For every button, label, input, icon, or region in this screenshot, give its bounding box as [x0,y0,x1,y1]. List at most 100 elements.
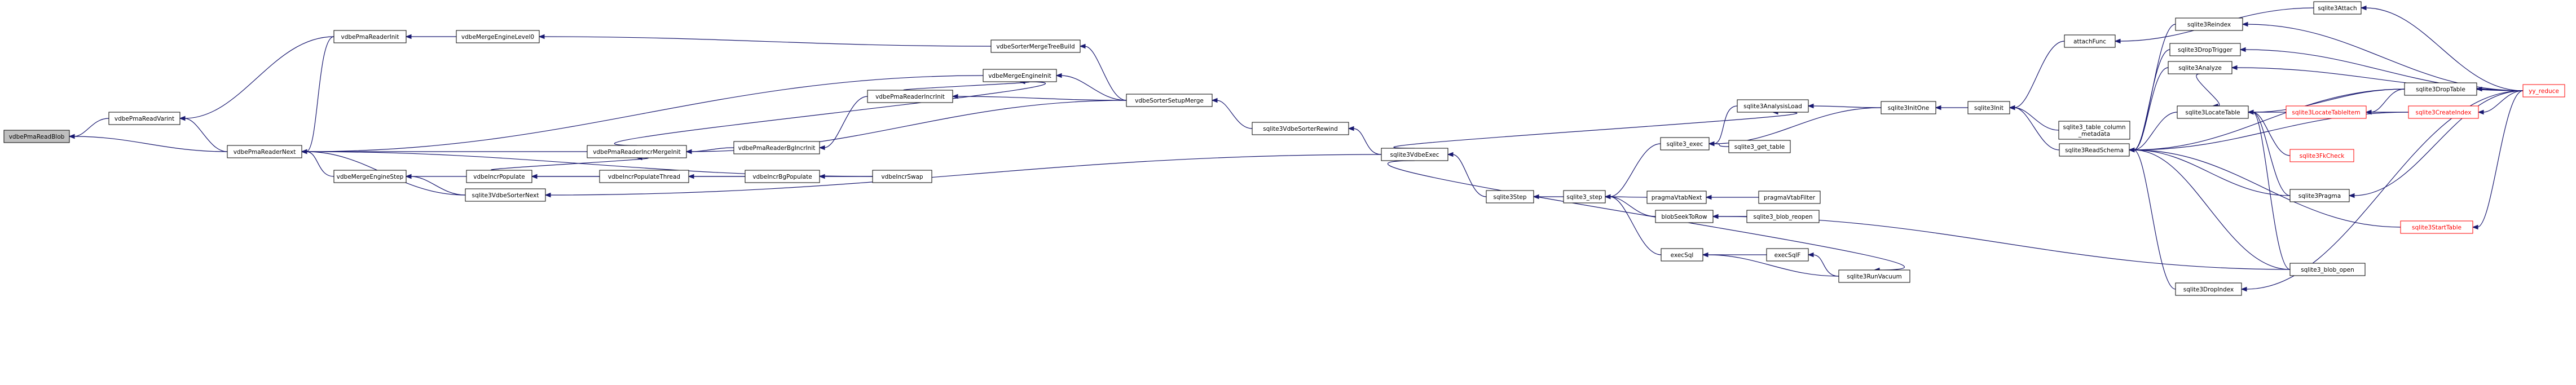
node-box[interactable] [2289,189,2350,202]
node-box[interactable] [745,170,820,183]
graph-node-sqlite3createindex[interactable]: sqlite3CreateIndex [2408,105,2479,119]
graph-node-vdbemergeengineinit[interactable]: vdbeMergeEngineInit [983,69,1057,82]
node-box[interactable] [1646,191,1707,204]
node-box[interactable] [1746,210,1820,223]
graph-node-sqlite3step[interactable]: sqlite3Step [1486,190,1534,203]
node-box[interactable] [465,188,546,202]
node-box[interactable] [108,112,180,125]
graph-node-sqlite3vdbeexec[interactable]: sqlite3VdbeExec [1381,148,1448,161]
node-box[interactable] [587,145,687,158]
node-box[interactable] [1661,248,1703,262]
node-box[interactable] [1126,94,1213,107]
node-box[interactable] [1252,122,1349,135]
graph-node-vdbepmareadvarint[interactable]: vdbePmaReadVarint [108,112,180,125]
graph-node-sqlite3-exec[interactable]: sqlite3_exec [1660,137,1710,151]
graph-node-sqlite3vdbesorternext[interactable]: sqlite3VdbeSorterNext [465,188,546,202]
node-box[interactable] [333,170,407,183]
graph-node-pragmavtabnext[interactable]: pragmaVtabNext [1646,191,1707,204]
graph-node-sqlite3reindex[interactable]: sqlite3Reindex [2175,17,2243,31]
graph-node-sqlite3pragma[interactable]: sqlite3Pragma [2289,189,2350,202]
node-box[interactable] [2286,105,2367,119]
node-box[interactable] [867,90,953,103]
graph-node-vdbeincrpopulatethread[interactable]: vdbeIncrPopulateThread [599,170,689,183]
graph-node-sqlite3readschema[interactable]: sqlite3ReadSchema [2059,143,2130,157]
node-box[interactable] [2058,121,2130,140]
graph-node-attachfunc[interactable]: attachFunc [2064,34,2116,48]
graph-node-vdbepmareaderincrmergeinit[interactable]: vdbePmaReaderIncrMergeInit [587,145,687,158]
node-box[interactable] [2289,149,2354,162]
node-box[interactable] [2064,34,2116,48]
node-box[interactable] [2168,61,2232,74]
node-box[interactable] [1563,190,1606,203]
graph-node-sqlite3-step[interactable]: sqlite3_step [1563,190,1606,203]
graph-node-vdbesortermergetreebuild[interactable]: vdbeSorterMergeTreeBuild [990,39,1081,53]
node-box[interactable] [2408,105,2479,119]
node-box[interactable] [2169,43,2241,56]
graph-node-sqlite3initone[interactable]: sqlite3InitOne [1881,101,1936,114]
graph-node-sqlite3analyze[interactable]: sqlite3Analyze [2168,61,2232,74]
node-box[interactable] [2059,143,2130,157]
node-box[interactable] [990,39,1081,53]
graph-node-sqlite3dropindex[interactable]: sqlite3DropIndex [2175,282,2242,296]
graph-node-blobseektorow[interactable]: blobSeekToRow [1655,210,1714,223]
node-box[interactable] [2522,84,2565,98]
node-box[interactable] [2175,17,2243,31]
graph-node-execsql[interactable]: execSql [1661,248,1703,262]
graph-node-sqlite3locatetable[interactable]: sqlite3LocateTable [2177,105,2249,119]
graph-node-vdbeincrbgpopulate[interactable]: vdbeIncrBgPopulate [745,170,820,183]
node-box[interactable] [1838,269,1910,283]
node-box[interactable] [2404,82,2477,96]
graph-node-vdbepmareaderbgincrinit[interactable]: vdbePmaReaderBgIncrInit [733,141,820,154]
graph-node-vdbepmareaderincrinit[interactable]: vdbePmaReaderIncrInit [867,90,953,103]
graph-node-sqlite3-get-table[interactable]: sqlite3_get_table [1728,140,1791,153]
graph-node-sqlite3-table-column-metadata[interactable]: sqlite3_table_column_metadata [2058,121,2130,140]
graph-node-vdbepmareaderinit[interactable]: vdbePmaReaderInit [333,30,407,43]
graph-node-vdbemergeenginestep[interactable]: vdbeMergeEngineStep [333,170,407,183]
node-box[interactable] [2177,105,2249,119]
graph-node-sqlite3fkcheck[interactable]: sqlite3FkCheck [2289,149,2354,162]
node-box[interactable] [2289,263,2366,276]
graph-node-sqlite3init[interactable]: sqlite3Init [1967,101,2010,114]
node-box[interactable] [733,141,820,154]
graph-node-sqlite3-blob-reopen[interactable]: sqlite3_blob_reopen [1746,210,1820,223]
node-box[interactable] [1655,210,1714,223]
graph-node-sqlite3runvacuum[interactable]: sqlite3RunVacuum [1838,269,1910,283]
graph-node-sqlite3vdbesorterrewind[interactable]: sqlite3VdbeSorterRewind [1252,122,1349,135]
graph-node-sqlite3droptable[interactable]: sqlite3DropTable [2404,82,2477,96]
node-box[interactable] [2313,1,2362,15]
node-box[interactable] [1486,190,1534,203]
node-box[interactable] [2175,282,2242,296]
graph-node-sqlite3-blob-open[interactable]: sqlite3_blob_open [2289,263,2366,276]
node-box[interactable] [1766,248,1809,262]
node-box[interactable] [1967,101,2010,114]
node-box[interactable] [1881,101,1936,114]
graph-node-vdbeincrswap[interactable]: vdbeIncrSwap [872,170,932,183]
node-box[interactable] [1758,191,1821,204]
graph-node-vdbemergeenginelevel0[interactable]: vdbeMergeEngineLevel0 [456,30,540,43]
node-box[interactable] [227,145,302,158]
graph-node-execsqlf[interactable]: execSqlF [1766,248,1809,262]
graph-node-yy-reduce[interactable]: yy_reduce [2522,84,2565,98]
node-box[interactable] [599,170,689,183]
graph-node-vdbepmareadblob[interactable]: vdbePmaReadBlob [3,130,70,143]
graph-node-vdbepmareadernext[interactable]: vdbePmaReaderNext [227,145,302,158]
graph-node-sqlite3analysisload[interactable]: sqlite3AnalysisLoad [1737,99,1809,113]
node-box[interactable] [1737,99,1809,113]
graph-node-vdbeincrpopulate[interactable]: vdbeIncrPopulate [466,170,532,183]
node-box[interactable] [1381,148,1448,161]
node-box[interactable] [333,30,407,43]
node-box[interactable] [456,30,540,43]
graph-node-sqlite3locatetableitem[interactable]: sqlite3LocateTableItem [2286,105,2367,119]
node-box[interactable] [2400,220,2473,234]
node-box[interactable] [872,170,932,183]
graph-node-sqlite3starttable[interactable]: sqlite3StartTable [2400,220,2473,234]
node-box[interactable] [1728,140,1791,153]
graph-node-sqlite3attach[interactable]: sqlite3Attach [2313,1,2362,15]
graph-node-sqlite3droptrigger[interactable]: sqlite3DropTrigger [2169,43,2241,56]
graph-node-pragmavtabfilter[interactable]: pragmaVtabFilter [1758,191,1821,204]
node-box[interactable] [983,69,1057,82]
graph-node-vdbesortersetupmerge[interactable]: vdbeSorterSetupMerge [1126,94,1213,107]
node-box[interactable] [1660,137,1710,151]
node-box[interactable] [3,130,70,143]
node-box[interactable] [466,170,532,183]
